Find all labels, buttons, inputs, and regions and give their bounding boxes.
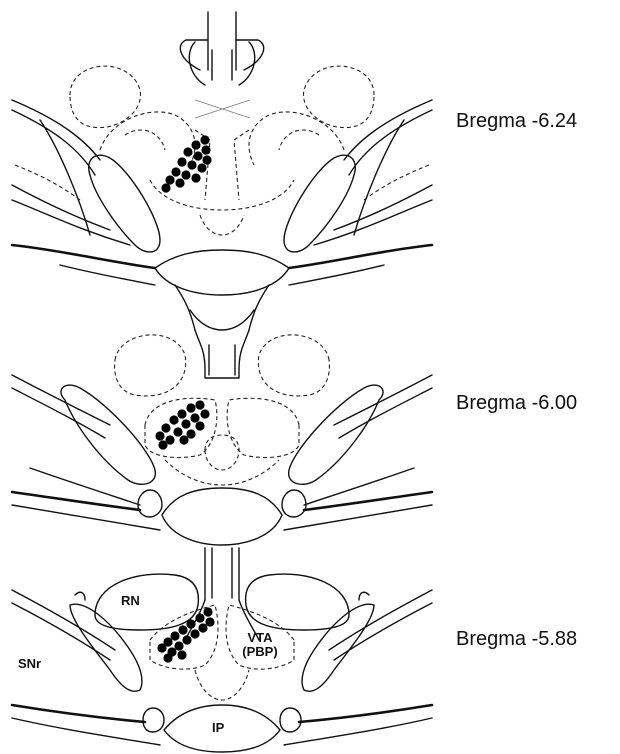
injection-dot <box>178 625 187 634</box>
injection-dot <box>177 409 186 418</box>
injection-dot <box>203 607 212 616</box>
injection-dot <box>186 403 195 412</box>
injection-dot <box>182 635 191 644</box>
injection-dot <box>186 619 195 628</box>
injection-dots-s2 <box>155 400 209 449</box>
injection-dot <box>161 183 170 192</box>
section-bregma-6-24 <box>12 12 432 295</box>
injection-dot <box>186 429 195 438</box>
injection-dot <box>177 157 186 166</box>
bregma-label-section-1: Bregma -6.24 <box>456 110 577 133</box>
injection-dot <box>195 613 204 622</box>
injection-dot <box>190 413 199 422</box>
injection-dot <box>175 178 184 187</box>
injection-dot <box>157 643 166 652</box>
injection-dot <box>181 419 190 428</box>
injection-dot <box>179 435 188 444</box>
injection-dot <box>171 167 180 176</box>
injection-dot <box>173 427 182 436</box>
injection-dot <box>169 415 178 424</box>
injection-dot <box>200 409 209 418</box>
injection-dots-s3 <box>157 607 214 662</box>
region-label-pbp: (PBP) <box>238 645 282 659</box>
injection-dot <box>165 175 174 184</box>
injection-dot <box>193 151 202 160</box>
injection-dot <box>191 173 200 182</box>
region-label-ip: IP <box>212 721 224 735</box>
injection-dot <box>201 145 210 154</box>
injection-dot <box>205 617 214 626</box>
injection-dot <box>195 421 204 430</box>
injection-dot <box>202 155 211 164</box>
injection-dot <box>174 641 183 650</box>
region-label-rn: RN <box>121 594 140 608</box>
injection-dot <box>195 400 204 409</box>
bregma-label-section-2: Bregma -6.00 <box>456 392 577 415</box>
injection-dot <box>198 623 207 632</box>
injection-dot <box>197 163 206 172</box>
injection-dot <box>161 423 170 432</box>
injection-dots-s1 <box>161 135 211 192</box>
injection-dot <box>183 147 192 156</box>
injection-dot <box>163 653 172 662</box>
injection-dot <box>170 631 179 640</box>
injection-dot <box>177 650 186 659</box>
injection-dot <box>155 431 164 440</box>
bregma-label-section-3: Bregma -5.88 <box>456 628 577 651</box>
region-label-vta: VTA (PBP) <box>238 631 282 659</box>
injection-dot <box>190 629 199 638</box>
injection-dot <box>191 140 200 149</box>
region-label-vta-name: VTA <box>238 631 282 645</box>
region-label-snr: SNr <box>18 657 41 671</box>
injection-dot <box>158 440 167 449</box>
injection-dot <box>181 170 190 179</box>
injection-dot <box>187 160 196 169</box>
section-bregma-6-00 <box>12 285 432 545</box>
injection-dot <box>200 135 209 144</box>
